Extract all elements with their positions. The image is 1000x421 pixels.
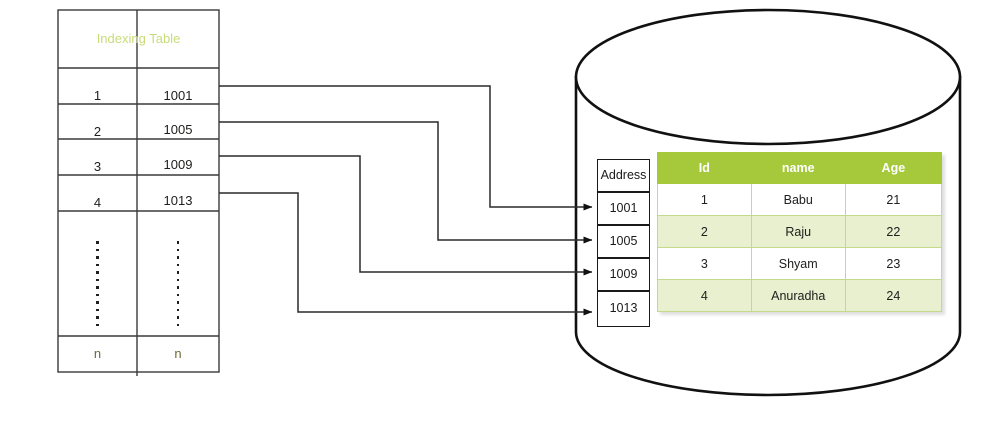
indexing-table: Indexing Table 1 1001 2 1005 3 1009 4 10… <box>58 10 219 372</box>
index-key-cell: 3 <box>93 159 102 174</box>
connector-1009 <box>219 155 593 276</box>
table-row: 1 Babu 21 <box>657 183 943 216</box>
address-cell-1009[interactable]: 1009 <box>597 258 650 291</box>
connector-1005 <box>219 121 593 244</box>
cell-name: Shyam <box>750 247 846 280</box>
cell-name: Anuradha <box>750 279 846 312</box>
index-address-cell: 1001 <box>163 88 193 103</box>
cell-age: 23 <box>844 247 943 280</box>
index-key-cell: 2 <box>93 124 102 139</box>
table-row: 4 Anuradha 24 <box>657 279 943 312</box>
index-key-cell: 4 <box>93 195 102 210</box>
address-cell-1001[interactable]: 1001 <box>597 192 650 225</box>
connector-1013 <box>219 192 593 316</box>
column-header-age: Age <box>844 152 943 184</box>
index-address-cell: 1005 <box>163 122 193 137</box>
cell-id: 3 <box>657 247 752 280</box>
index-key-ellipsis <box>58 236 137 331</box>
records-table: Id name Age 1 Babu 21 2 Raju 22 3 Shyam … <box>657 152 943 312</box>
index-address-last-cell: n <box>174 346 182 361</box>
indexing-table-title: Indexing Table <box>96 31 181 46</box>
index-table-grid <box>57 9 220 376</box>
records-table-head: Id name Age <box>657 152 943 184</box>
address-cell-1013[interactable]: 1013 <box>597 291 650 327</box>
cell-id: 4 <box>657 279 752 312</box>
index-address-ellipsis <box>137 236 219 331</box>
records-table-body: 1 Babu 21 2 Raju 22 3 Shyam 23 4 Anuradh… <box>657 183 943 312</box>
index-key-cell: 1 <box>93 88 102 103</box>
column-header-name: name <box>750 152 846 184</box>
address-column-header: Address <box>597 159 650 192</box>
connector-1001 <box>219 85 593 211</box>
connector-lines <box>219 85 593 316</box>
cell-age: 22 <box>844 215 943 248</box>
index-key-last-cell: n <box>93 346 102 361</box>
cell-age: 24 <box>844 279 943 312</box>
table-row: 3 Shyam 23 <box>657 247 943 280</box>
records-header-row: Id name Age <box>657 152 943 184</box>
table-row: 2 Raju 22 <box>657 215 943 248</box>
address-cell-1005[interactable]: 1005 <box>597 225 650 258</box>
index-address-cell: 1009 <box>163 157 193 172</box>
cell-age: 21 <box>844 183 943 216</box>
column-header-id: Id <box>657 152 752 184</box>
cell-id: 2 <box>657 215 752 248</box>
cylinder-top-ellipse <box>574 8 962 146</box>
cell-id: 1 <box>657 183 752 216</box>
cell-name: Raju <box>750 215 846 248</box>
index-address-cell: 1013 <box>163 193 193 208</box>
cell-name: Babu <box>750 183 846 216</box>
index-table-border <box>57 9 220 373</box>
